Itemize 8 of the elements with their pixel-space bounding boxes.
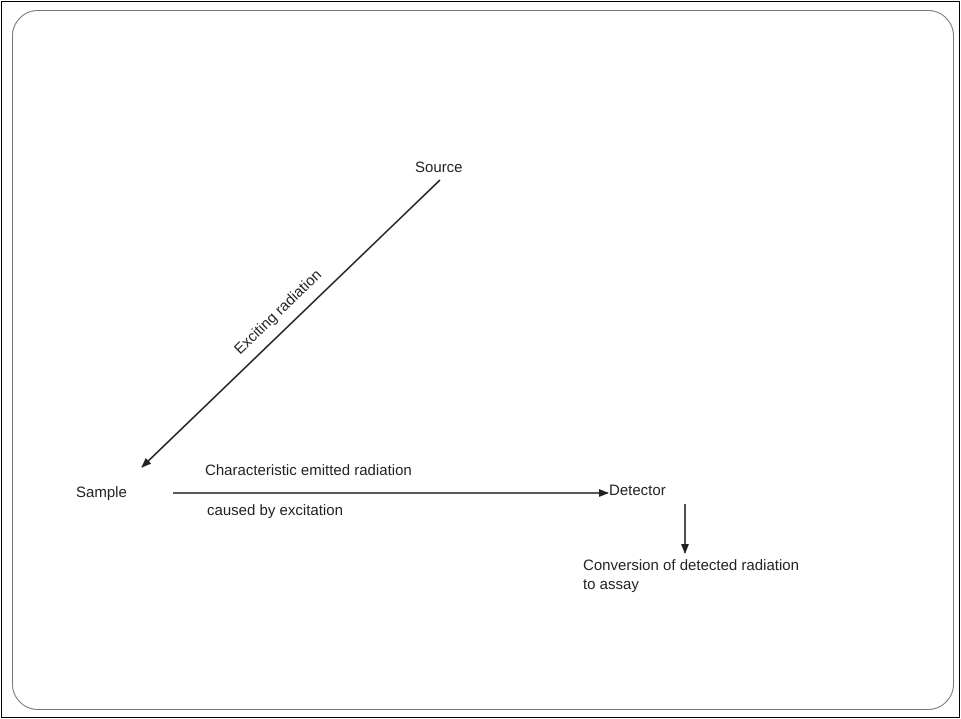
arrow xyxy=(141,179,441,468)
node-label: Sample xyxy=(76,483,158,502)
node-label: Conversion of detected radiation to assay xyxy=(583,556,808,594)
arrow xyxy=(173,489,609,497)
node-label: Source xyxy=(415,158,495,177)
arrow xyxy=(681,504,689,554)
note-text: caused by excitation xyxy=(205,502,345,519)
node-label: Detector xyxy=(609,481,705,500)
